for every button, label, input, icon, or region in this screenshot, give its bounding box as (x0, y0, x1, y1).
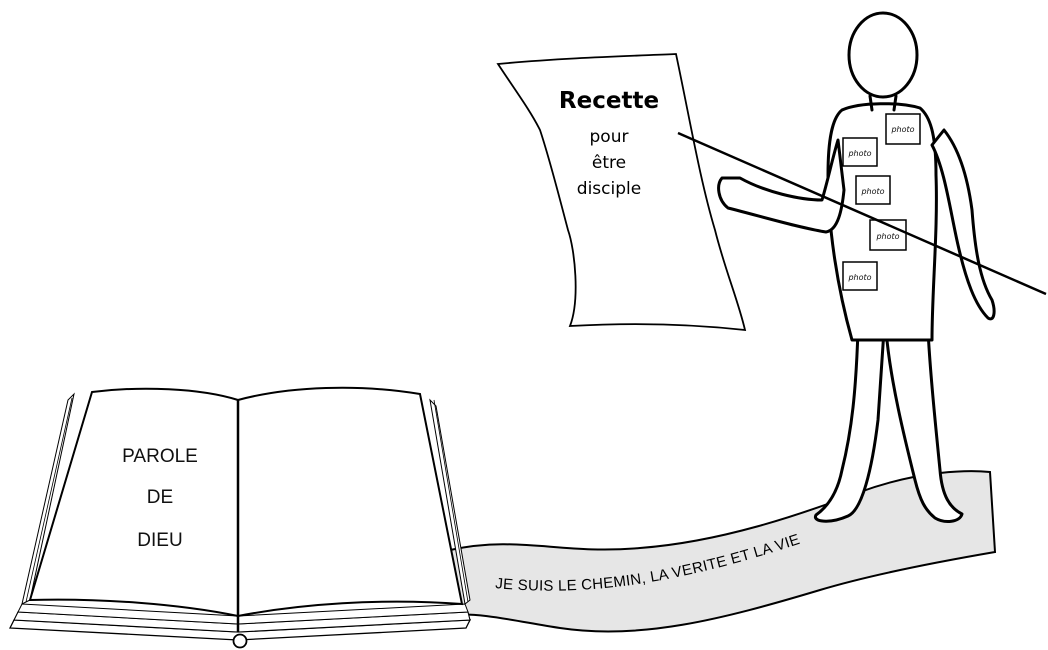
photo-badge: photo (885, 113, 921, 145)
pointer-line (677, 131, 1047, 296)
book-line-3: DIEU (137, 530, 182, 551)
photo-badge: photo (842, 137, 878, 167)
open-book (8, 386, 472, 649)
recipe-line-3: disciple (577, 179, 641, 199)
svg-text:photo: photo (890, 125, 914, 134)
recipe-sheet: Recette pour être disciple (496, 53, 747, 332)
recipe-line-1: pour (590, 127, 629, 147)
book-line-2: DE (147, 487, 173, 508)
book-line-1: PAROLE (122, 446, 198, 467)
svg-text:photo: photo (847, 273, 871, 282)
photo-badge: photo (842, 261, 878, 291)
photo-badge: photo (855, 175, 891, 205)
photo-badges: photo photo photo photo photo (842, 113, 921, 291)
svg-text:photo: photo (847, 149, 871, 158)
recipe-line-2: être (592, 153, 626, 173)
recipe-title: Recette (559, 88, 659, 114)
road-banner: JE SUIS LE CHEMIN, LA VERITE ET LA VIE (448, 470, 997, 633)
svg-text:photo: photo (875, 232, 899, 241)
bookmark-ring-icon (232, 633, 248, 649)
svg-text:photo: photo (860, 187, 884, 196)
